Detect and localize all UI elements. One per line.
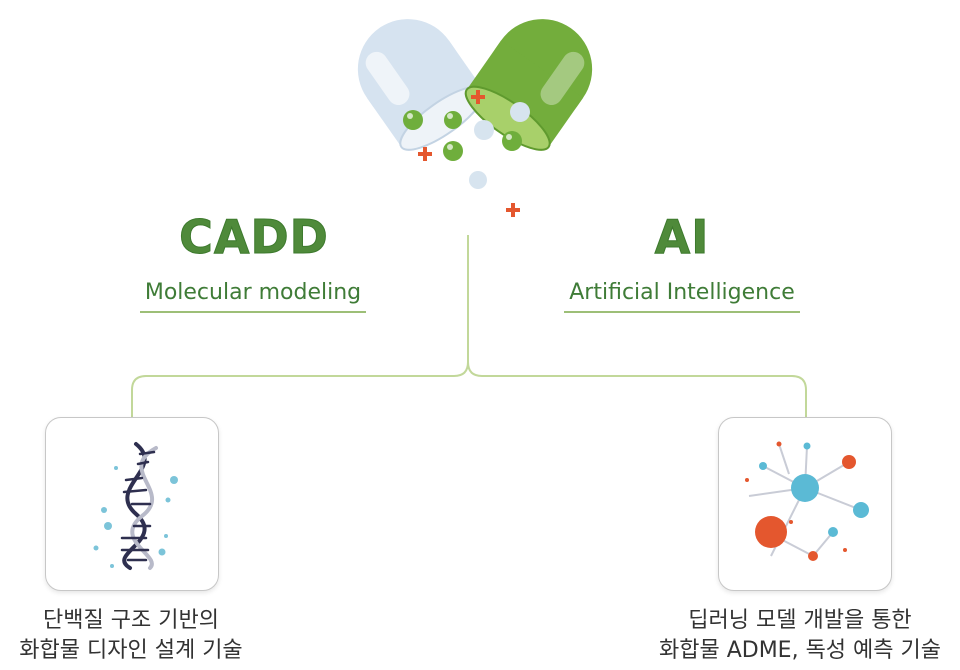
cadd-description: 단백질 구조 기반의 화합물 디자인 설계 기술 [0, 606, 262, 666]
capsule-icon [357, 19, 593, 217]
ai-description-line2: 화합물 ADME, 독성 예측 기술 [659, 638, 941, 663]
plus-icon [418, 90, 520, 217]
molecule-network-icon [745, 441, 869, 561]
ai-description: 딥러닝 모델 개발을 통한 화합물 ADME, 독성 예측 기술 [640, 606, 960, 666]
ai-card [718, 417, 892, 591]
ai-description-line1: 딥러닝 모델 개발을 통한 [688, 608, 912, 633]
ai-title: AI [654, 210, 710, 265]
cadd-subtitle: Molecular modeling [140, 280, 366, 313]
cadd-description-line1: 단백질 구조 기반의 [43, 608, 219, 633]
cadd-title: CADD [179, 210, 329, 265]
ai-subtitle: Artificial Intelligence [564, 280, 800, 313]
cadd-card [45, 417, 219, 591]
dna-icon [93, 442, 178, 570]
beads-icon [403, 102, 530, 189]
cadd-description-line2: 화합물 디자인 설계 기술 [19, 638, 243, 663]
